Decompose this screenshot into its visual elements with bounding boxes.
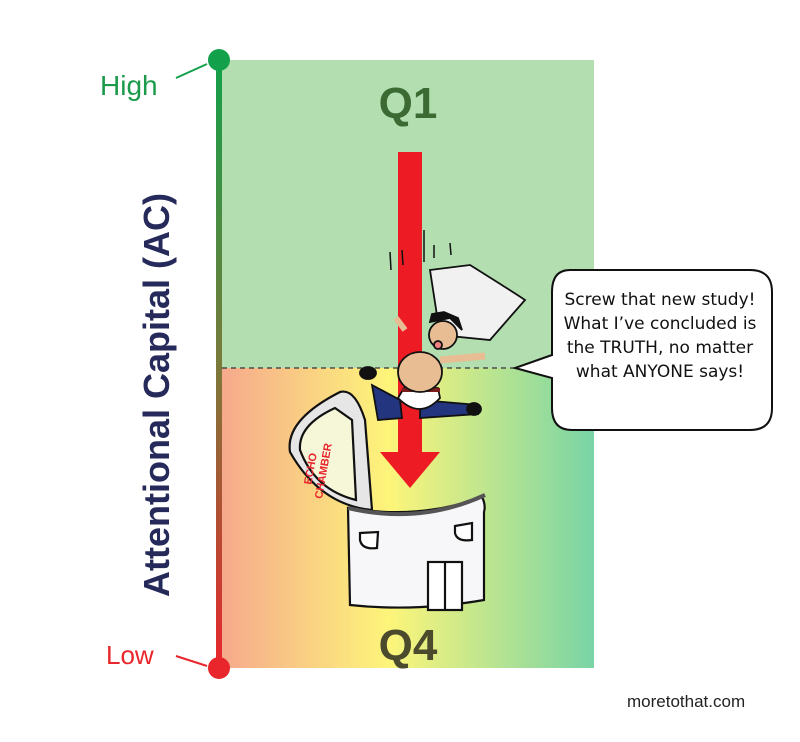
- axis-line: [216, 60, 222, 668]
- motion-lines: [389, 230, 452, 271]
- low-label: Low: [106, 640, 154, 670]
- quadrant-q4-label: Q4: [378, 621, 438, 670]
- falling-man-icon: [359, 264, 527, 421]
- high-dot: [208, 49, 230, 71]
- low-dot: [208, 657, 230, 679]
- axis-title: Attentional Capital (AC): [136, 193, 177, 597]
- high-label: High: [100, 70, 158, 101]
- echo-chamber-building-icon: [288, 390, 486, 612]
- low-leader: [175, 655, 208, 667]
- speech-bubble: [511, 269, 773, 431]
- speech-bubble-text: Screw that new study! What I’ve conclude…: [563, 290, 757, 382]
- quadrant-q1-label: Q1: [378, 79, 438, 128]
- high-leader: [175, 63, 208, 79]
- site-credit: moretothat.com: [627, 692, 746, 711]
